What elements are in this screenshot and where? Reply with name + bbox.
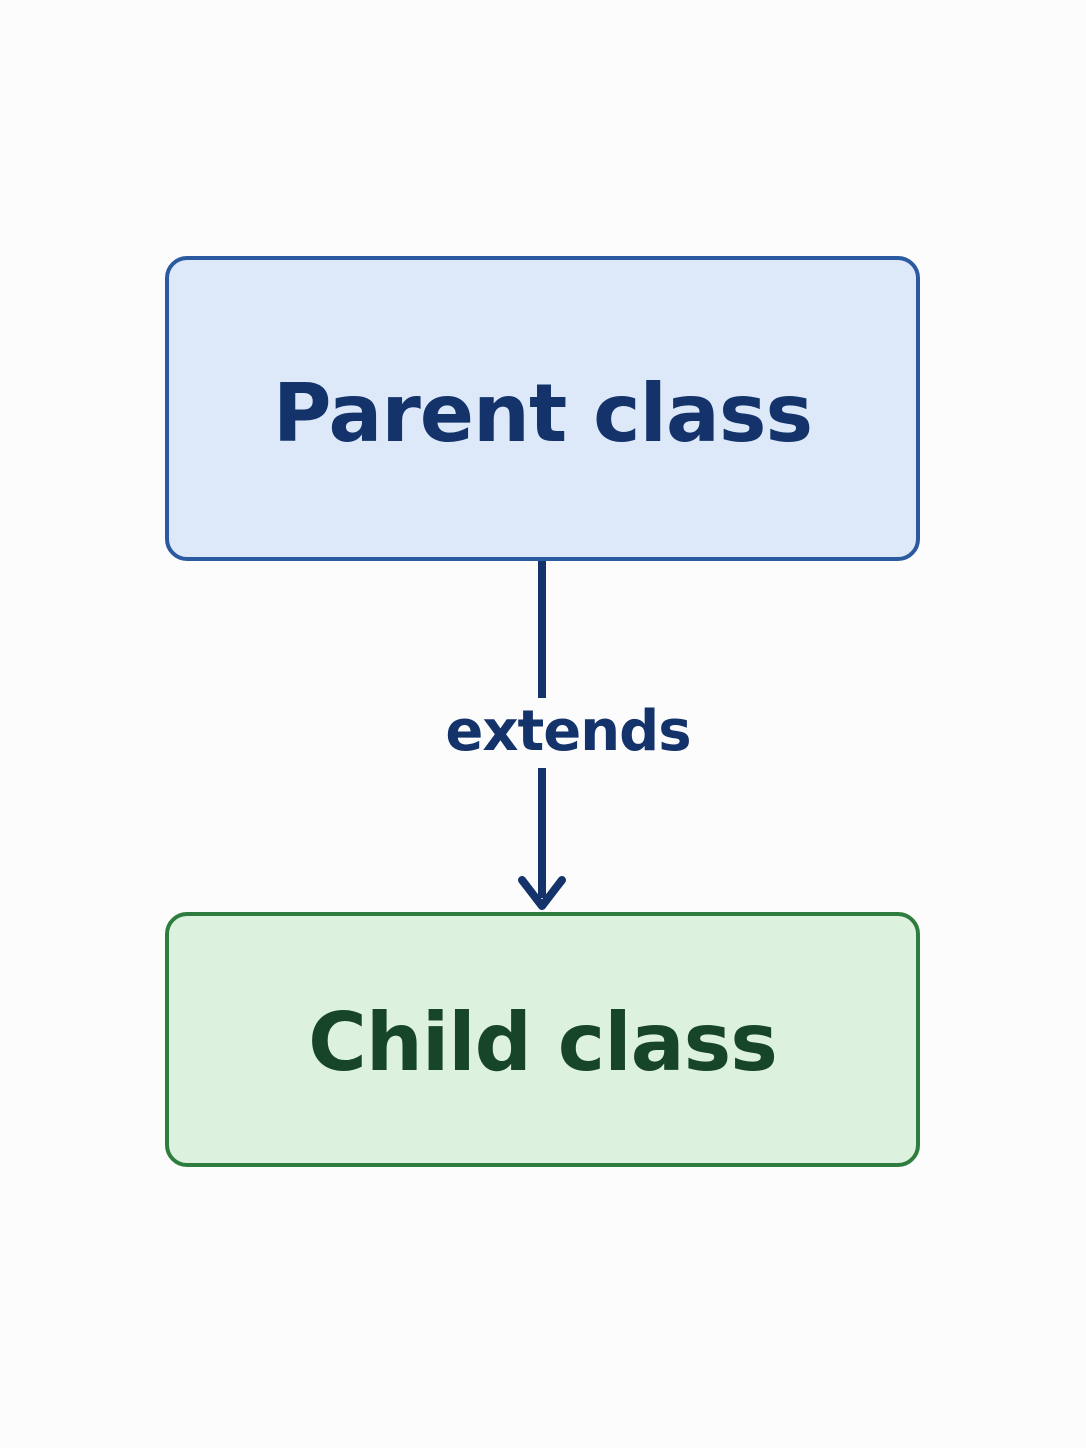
parent-class-label: Parent class <box>272 367 813 460</box>
edge-label-extends: extends <box>445 698 691 764</box>
parent-class-node: Parent class <box>165 256 920 561</box>
child-class-node: Child class <box>165 912 920 1167</box>
child-class-label: Child class <box>308 995 778 1089</box>
arrowhead-icon <box>518 876 566 910</box>
